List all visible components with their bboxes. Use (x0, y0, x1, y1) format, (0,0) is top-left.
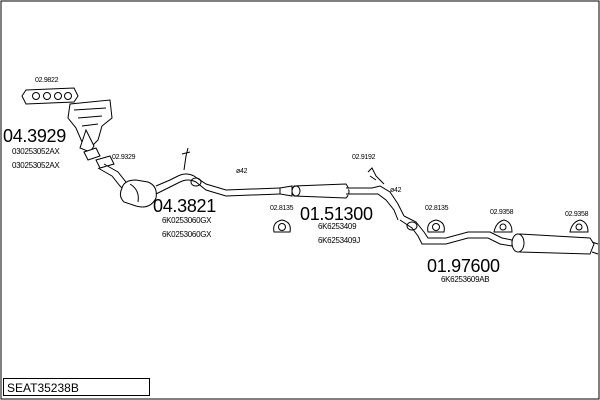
clamp-part-2[interactable] (427, 219, 445, 233)
downpipe-gasket-part[interactable] (83, 147, 115, 169)
diagram-title: SEAT35238B (7, 381, 79, 395)
diameter-1-label: ø42 (236, 168, 248, 175)
front-pipe-part[interactable] (177, 173, 281, 197)
gasket-mid-label: 02.9329 (112, 154, 136, 161)
rear-silencer-part[interactable] (511, 233, 599, 255)
catalyst-ref-2-label: 6K0253060GX (162, 230, 212, 239)
hanger-3-label: 02.9358 (565, 211, 589, 218)
middle-ref-1-label: 6K6253409 (318, 222, 357, 231)
diameter-2-label: ø42 (390, 187, 402, 194)
clamp-2-label: 02.8135 (425, 205, 449, 212)
manifold-gasket-part[interactable] (21, 87, 79, 105)
hanger-part-2[interactable] (493, 219, 513, 233)
manifold-ref-2-label: 030253052AX (12, 161, 60, 170)
manifold-ref-1-label: 030253052AX (12, 147, 60, 156)
title-box: SEAT35238B (3, 378, 150, 396)
rear-number-label: 01.97600 (427, 256, 500, 276)
clamp-part-1[interactable] (273, 219, 291, 233)
exhaust-manifold-part[interactable] (67, 99, 113, 153)
middle-ref-2-label: 6K6253409J (318, 236, 360, 245)
catalyst-ref-1-label: 6K0253060GX (162, 216, 212, 225)
gasket-top-label: 02.9822 (35, 77, 59, 84)
lambda-sensor-mount (181, 147, 191, 171)
hanger-2-label: 02.9358 (490, 209, 514, 216)
manifold-number-label: 04.3929 (3, 126, 66, 146)
clamp-1-label: 02.8135 (270, 205, 294, 212)
middle-silencer-part[interactable] (279, 183, 405, 221)
hanger-part-3[interactable] (569, 219, 589, 233)
catalytic-converter-part[interactable] (97, 163, 181, 208)
rear-pipe-part[interactable] (399, 215, 513, 247)
rear-ref-label: 6K6253609AB (441, 275, 490, 284)
hanger-1-label: 02.9192 (352, 154, 376, 161)
hanger-part-1[interactable] (367, 167, 385, 185)
middle-number-label: 01.51300 (300, 204, 373, 224)
catalyst-number-label: 04.3821 (153, 196, 216, 216)
